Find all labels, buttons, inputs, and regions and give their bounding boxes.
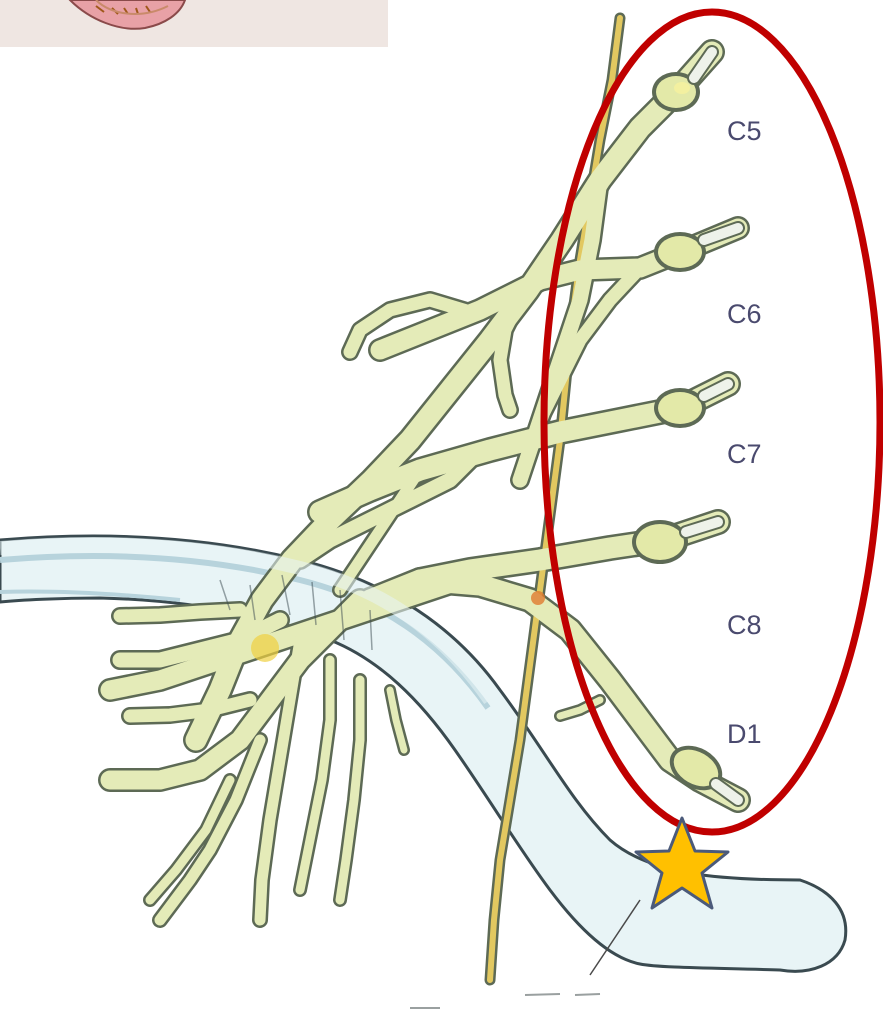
cropped-panel — [0, 0, 388, 47]
root-label-d1: D1 — [727, 719, 762, 749]
root-labels: C5 C6 C7 C8 D1 — [727, 116, 762, 749]
ganglion-c8 — [632, 520, 718, 564]
root-label-c7: C7 — [727, 439, 762, 469]
root-label-c8: C8 — [727, 610, 762, 640]
root-label-c5: C5 — [727, 116, 762, 146]
root-label-c6: C6 — [727, 299, 762, 329]
ganglion-c7 — [654, 384, 728, 428]
ganglion-c5 — [652, 52, 712, 112]
nerve-fills — [110, 18, 738, 980]
